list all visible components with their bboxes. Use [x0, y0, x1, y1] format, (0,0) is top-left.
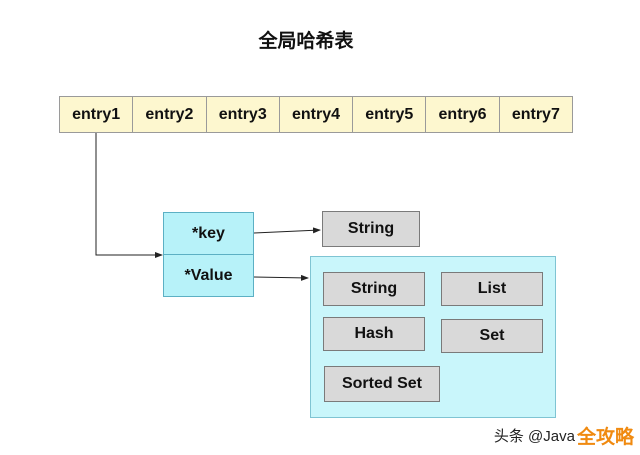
value-type-string: String [323, 272, 425, 306]
value-type-set: Set [441, 319, 543, 353]
entry-cell-5: entry5 [352, 96, 427, 133]
dict-key-pointer: *key [163, 212, 254, 255]
watermark-prefix: 头条 @Java [493, 427, 575, 445]
hash-table-entries: entry1 entry2 entry3 entry4 entry5 entry… [59, 96, 573, 133]
watermark-brand: 全攻略 [576, 425, 634, 448]
diagram-title: 全局哈希表 [258, 30, 354, 52]
watermark: 头条 @Java 全攻略 [434, 420, 634, 450]
entry-cell-6: entry6 [425, 96, 500, 133]
entry-cell-7: entry7 [498, 96, 573, 133]
value-type-list: List [441, 272, 543, 306]
dict-value-pointer: *Value [163, 254, 254, 297]
entry-cell-3: entry3 [205, 96, 280, 133]
key-to-string-arrow [253, 227, 321, 234]
value-to-types-arrow [253, 274, 309, 281]
key-type-string: String [322, 211, 420, 247]
entry-cell-4: entry4 [278, 96, 354, 133]
value-type-hash: Hash [323, 317, 425, 351]
entry1-to-dict-entry-arrow [95, 133, 163, 258]
value-type-sorted-set: Sorted Set [324, 366, 440, 402]
